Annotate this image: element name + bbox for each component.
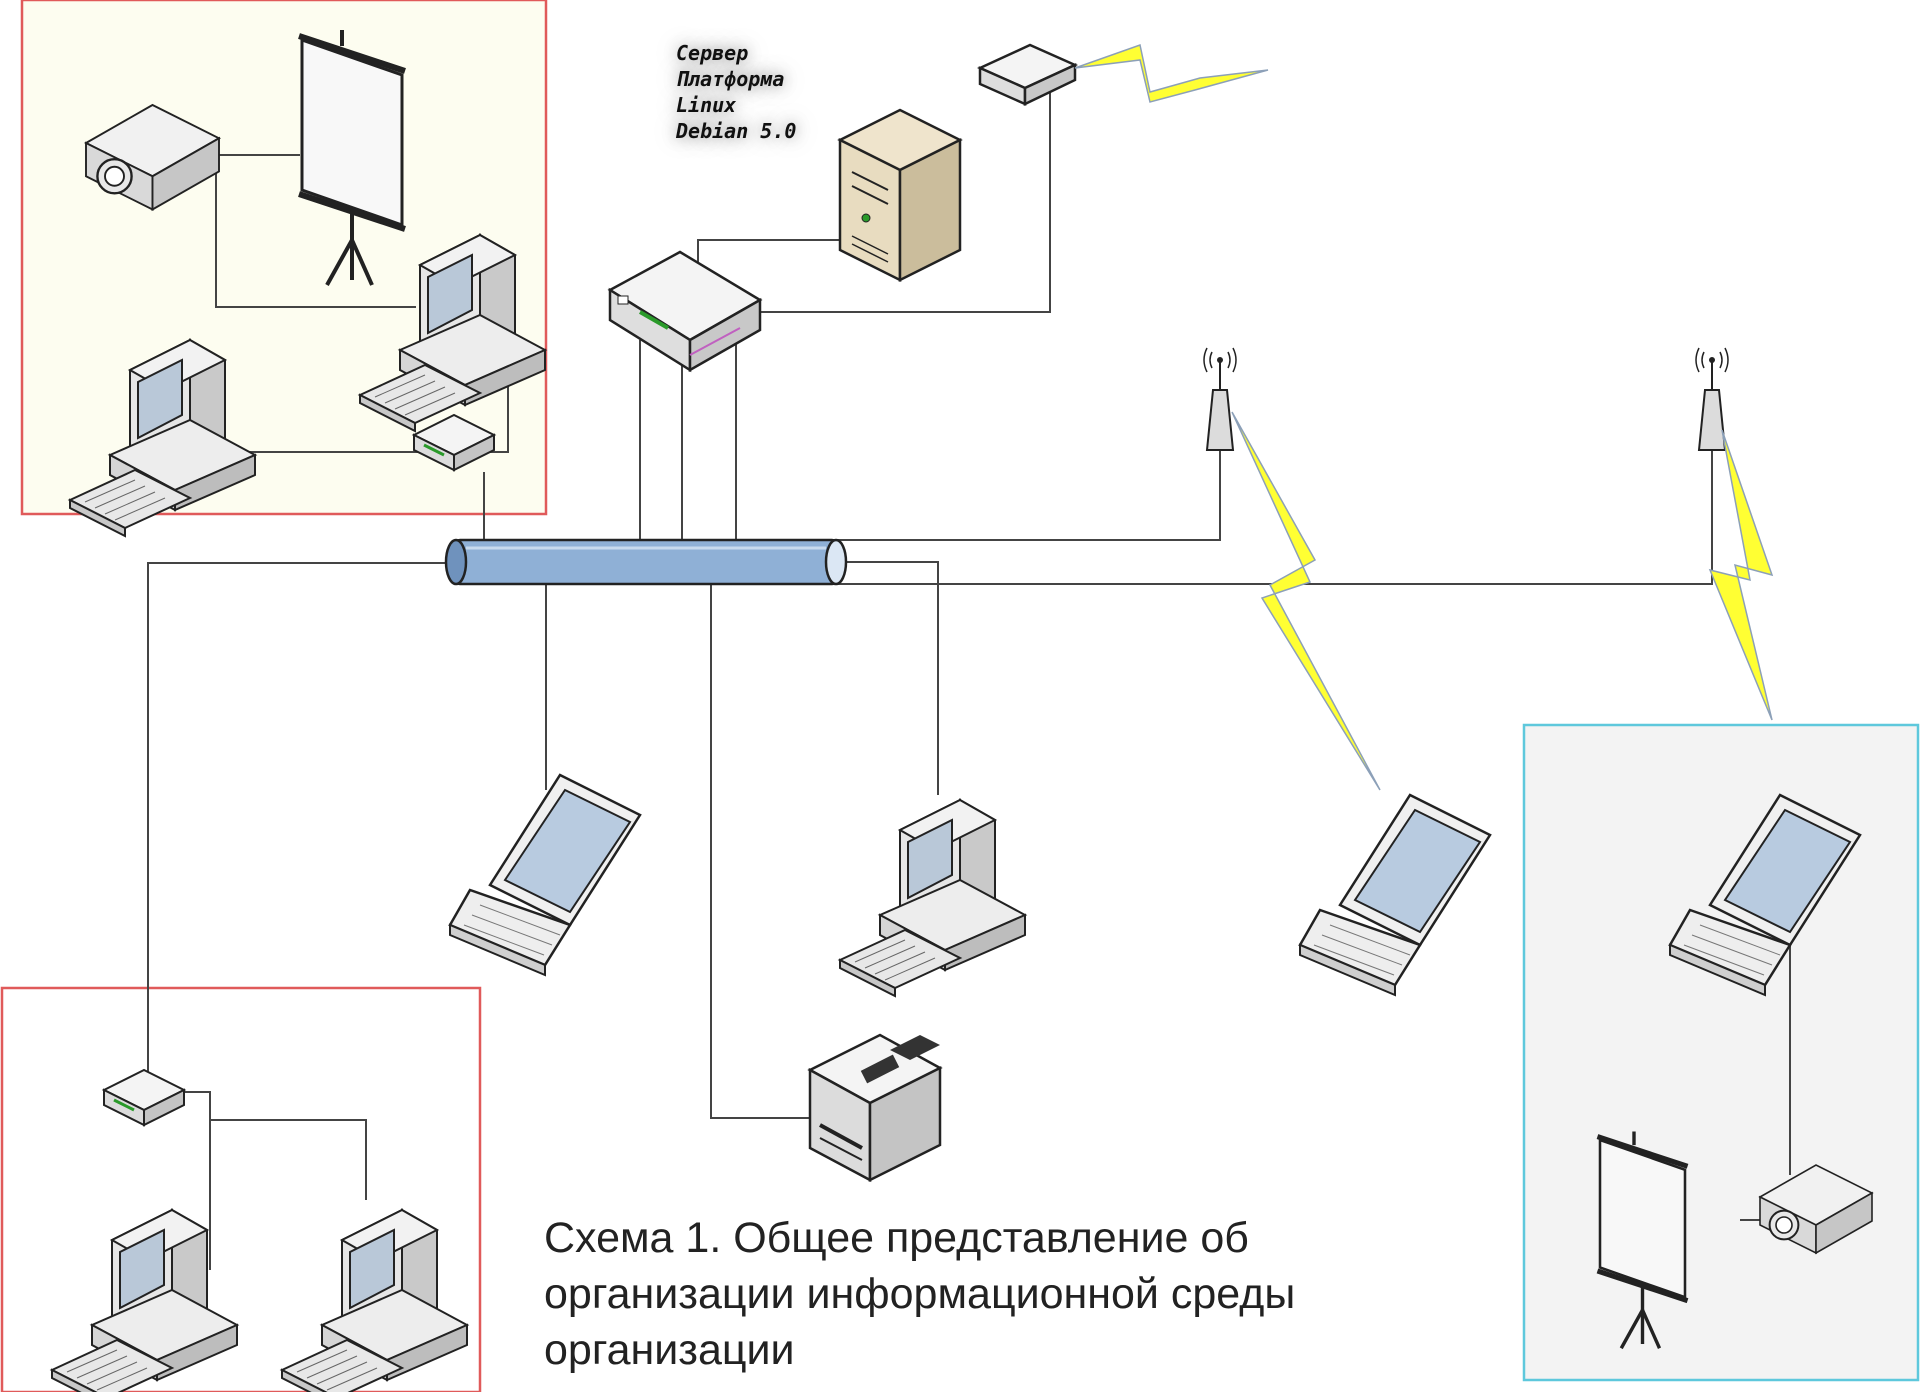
diagram-caption: Схема 1. Общее представление об организа…	[544, 1214, 1296, 1374]
zone-right	[1522, 723, 1920, 1382]
network-bus-icon	[444, 538, 848, 586]
printer-icon	[807, 1033, 943, 1183]
switch-icon	[607, 250, 763, 373]
server-label-line: Linux	[676, 93, 737, 117]
desktop-pc-icon	[839, 799, 1026, 997]
lightning-icon	[1708, 429, 1774, 721]
lightning-icon	[1231, 411, 1381, 791]
antenna-icon	[1203, 347, 1237, 451]
server-label-line: Платформа	[676, 67, 785, 91]
modem-icon	[976, 43, 1079, 106]
laptop-icon	[448, 773, 642, 977]
server-label: Сервер Платформа Linux Debian 5.0	[676, 40, 796, 144]
laptop-icon	[1298, 793, 1492, 997]
server-icon	[837, 108, 963, 283]
lightning-icon	[1074, 44, 1269, 103]
server-label-line: Debian 5.0	[676, 119, 797, 143]
server-label-line: Сервер	[676, 41, 749, 65]
